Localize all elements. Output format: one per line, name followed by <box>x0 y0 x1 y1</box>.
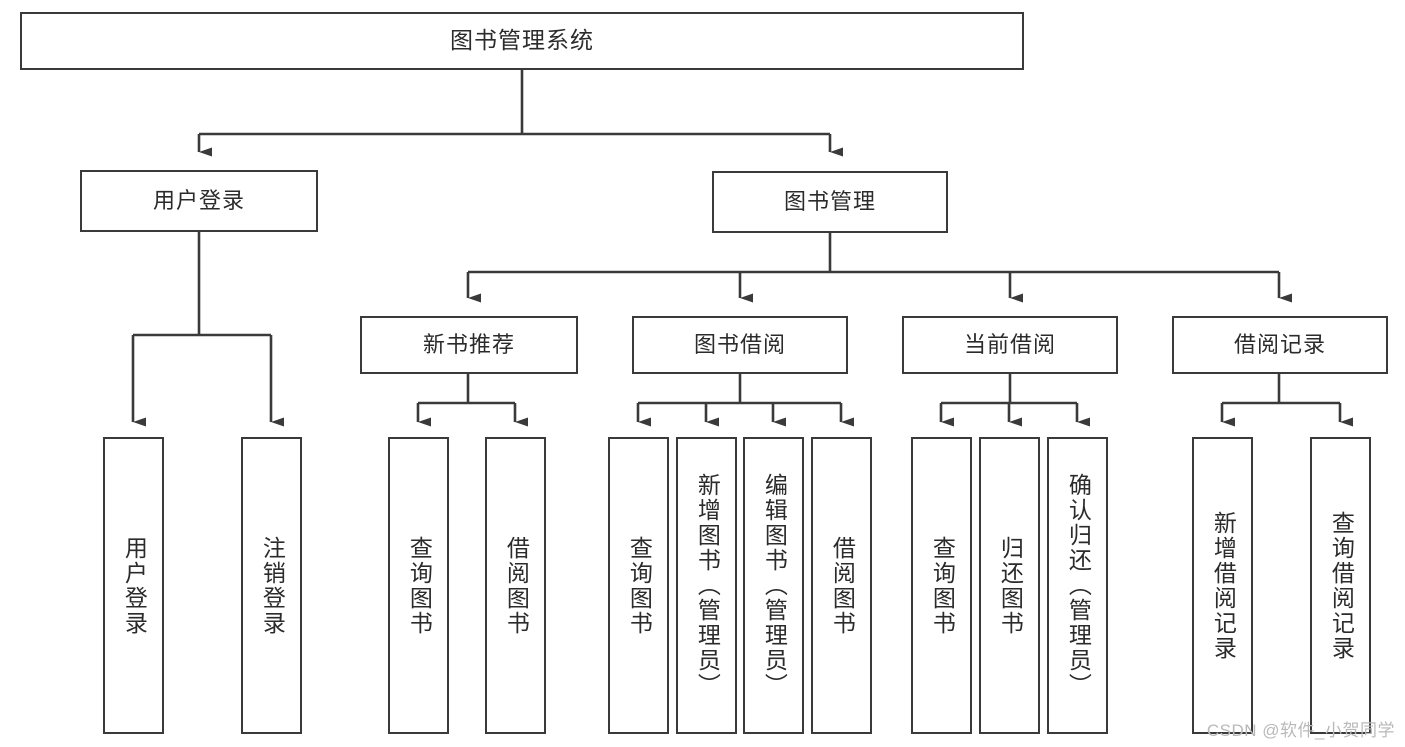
node-label: 图书借阅 <box>693 331 786 357</box>
leaf-current-borrow-query-books[interactable]: 查询图书 <box>911 437 972 734</box>
node-current-borrowing[interactable]: 当前借阅 <box>902 316 1118 374</box>
leaf-borrow-record-query-record[interactable]: 查询借阅记录 <box>1310 437 1371 734</box>
node-label: 借阅图书 <box>503 535 530 636</box>
node-book-borrowing[interactable]: 图书借阅 <box>632 316 848 374</box>
node-user-login[interactable]: 用户登录 <box>80 170 318 232</box>
leaf-new-book-borrow-books[interactable]: 借阅图书 <box>485 437 546 734</box>
node-label: 查询借阅记录 <box>1328 510 1355 661</box>
node-label: 当前借阅 <box>963 331 1056 357</box>
leaf-current-borrow-return-books[interactable]: 归还图书 <box>979 437 1040 734</box>
node-borrowing-record[interactable]: 借阅记录 <box>1172 316 1388 374</box>
node-root-book-management-system[interactable]: 图书管理系统 <box>20 12 1024 70</box>
node-label: 查询图书 <box>626 535 653 636</box>
node-label: 用户登录 <box>121 535 148 636</box>
node-label: 编辑图书（管理员） <box>761 473 788 698</box>
leaf-book-borrow-query-books[interactable]: 查询图书 <box>608 437 669 734</box>
leaf-current-borrow-confirm-return-admin[interactable]: 确认归还（管理员） <box>1047 437 1108 734</box>
node-new-book-recommendation[interactable]: 新书推荐 <box>360 316 578 374</box>
node-label: 图书管理 <box>783 188 876 214</box>
node-label: 归还图书 <box>997 535 1024 636</box>
node-label: 用户登录 <box>152 187 245 213</box>
leaf-book-borrow-edit-book-admin[interactable]: 编辑图书（管理员） <box>743 437 804 734</box>
leaf-borrow-record-add-record[interactable]: 新增借阅记录 <box>1192 437 1253 734</box>
leaf-book-borrow-add-book-admin[interactable]: 新增图书（管理员） <box>676 437 737 734</box>
node-label: 注销登录 <box>259 535 286 636</box>
csdn-watermark: CSDN @软件_小贺同学 <box>1206 721 1395 740</box>
node-label: 查询图书 <box>406 535 433 636</box>
leaf-user-login-logout[interactable]: 注销登录 <box>241 437 302 734</box>
node-label: 新书推荐 <box>422 331 515 357</box>
node-label: 确认归还（管理员） <box>1065 473 1092 698</box>
leaf-new-book-query-books[interactable]: 查询图书 <box>388 437 449 734</box>
leaf-book-borrow-borrow-books[interactable]: 借阅图书 <box>811 437 872 734</box>
node-label: 新增图书（管理员） <box>694 473 721 698</box>
node-label: 图书管理系统 <box>450 27 594 54</box>
node-book-management[interactable]: 图书管理 <box>712 171 948 233</box>
leaf-user-login-login[interactable]: 用户登录 <box>103 437 164 734</box>
node-label: 查询图书 <box>929 535 956 636</box>
node-label: 借阅图书 <box>829 535 856 636</box>
node-label: 借阅记录 <box>1233 331 1326 357</box>
node-label: 新增借阅记录 <box>1210 510 1237 661</box>
